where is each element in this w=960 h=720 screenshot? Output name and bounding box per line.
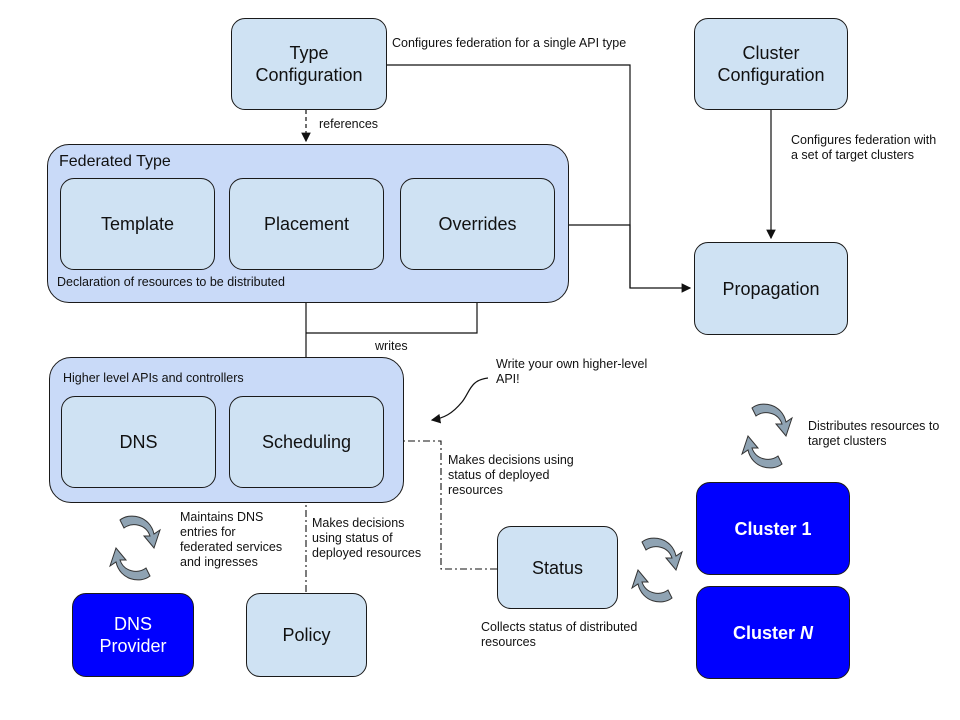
cycle-arrows-icon [109, 515, 161, 581]
federated-type-caption: Declaration of resources to be distribut… [57, 275, 285, 289]
label-references: references [319, 117, 379, 131]
edge-status-scheduling [384, 436, 497, 570]
cluster-n-suffix: N [800, 622, 814, 643]
cluster-configuration-node[interactable]: Cluster Configuration [694, 18, 848, 110]
dns-node[interactable]: DNS [61, 396, 216, 488]
cycle-arrows-icon [741, 403, 793, 469]
label-decisions-status: Makes decisions using status of deployed… [448, 453, 574, 497]
cluster-n-prefix: Cluster [732, 622, 801, 643]
label-maintains-dns: Maintains DNS entries for federated serv… [180, 510, 283, 569]
higher-level-title: Higher level APIs and controllers [63, 371, 244, 385]
cluster-1-node[interactable]: Cluster 1 [696, 482, 850, 575]
overrides-node[interactable]: Overrides [400, 178, 555, 270]
label-distributes: Distributes resources to target clusters [808, 419, 940, 448]
template-node[interactable]: Template [60, 178, 215, 270]
dns-provider-node[interactable]: DNS Provider [72, 593, 194, 677]
propagation-node[interactable]: Propagation [694, 242, 848, 335]
status-node[interactable]: Status [497, 526, 618, 609]
label-collects-status: Collects status of distributed resources [481, 620, 638, 649]
cluster-n-node[interactable]: Cluster N [696, 586, 850, 679]
label-decisions-policy: Makes decisions using status of deployed… [312, 516, 422, 560]
edge-typeconfig-propagation [387, 64, 692, 293]
label-configures-clusters: Configures federation with a set of targ… [791, 133, 937, 162]
federated-type-title: Federated Type [59, 153, 171, 170]
edge-write-your-own [430, 377, 489, 424]
edge-federated-propagation [568, 224, 631, 288]
type-configuration-node[interactable]: Type Configuration [231, 18, 387, 110]
policy-node[interactable]: Policy [246, 593, 367, 677]
label-writes: writes [375, 339, 408, 353]
cycle-arrows-icon [631, 537, 683, 603]
placement-node[interactable]: Placement [229, 178, 384, 270]
scheduling-node[interactable]: Scheduling [229, 396, 384, 488]
label-write-your-own: Write your own higher-level API! [496, 357, 648, 386]
label-configures-api-type: Configures federation for a single API t… [392, 36, 627, 50]
